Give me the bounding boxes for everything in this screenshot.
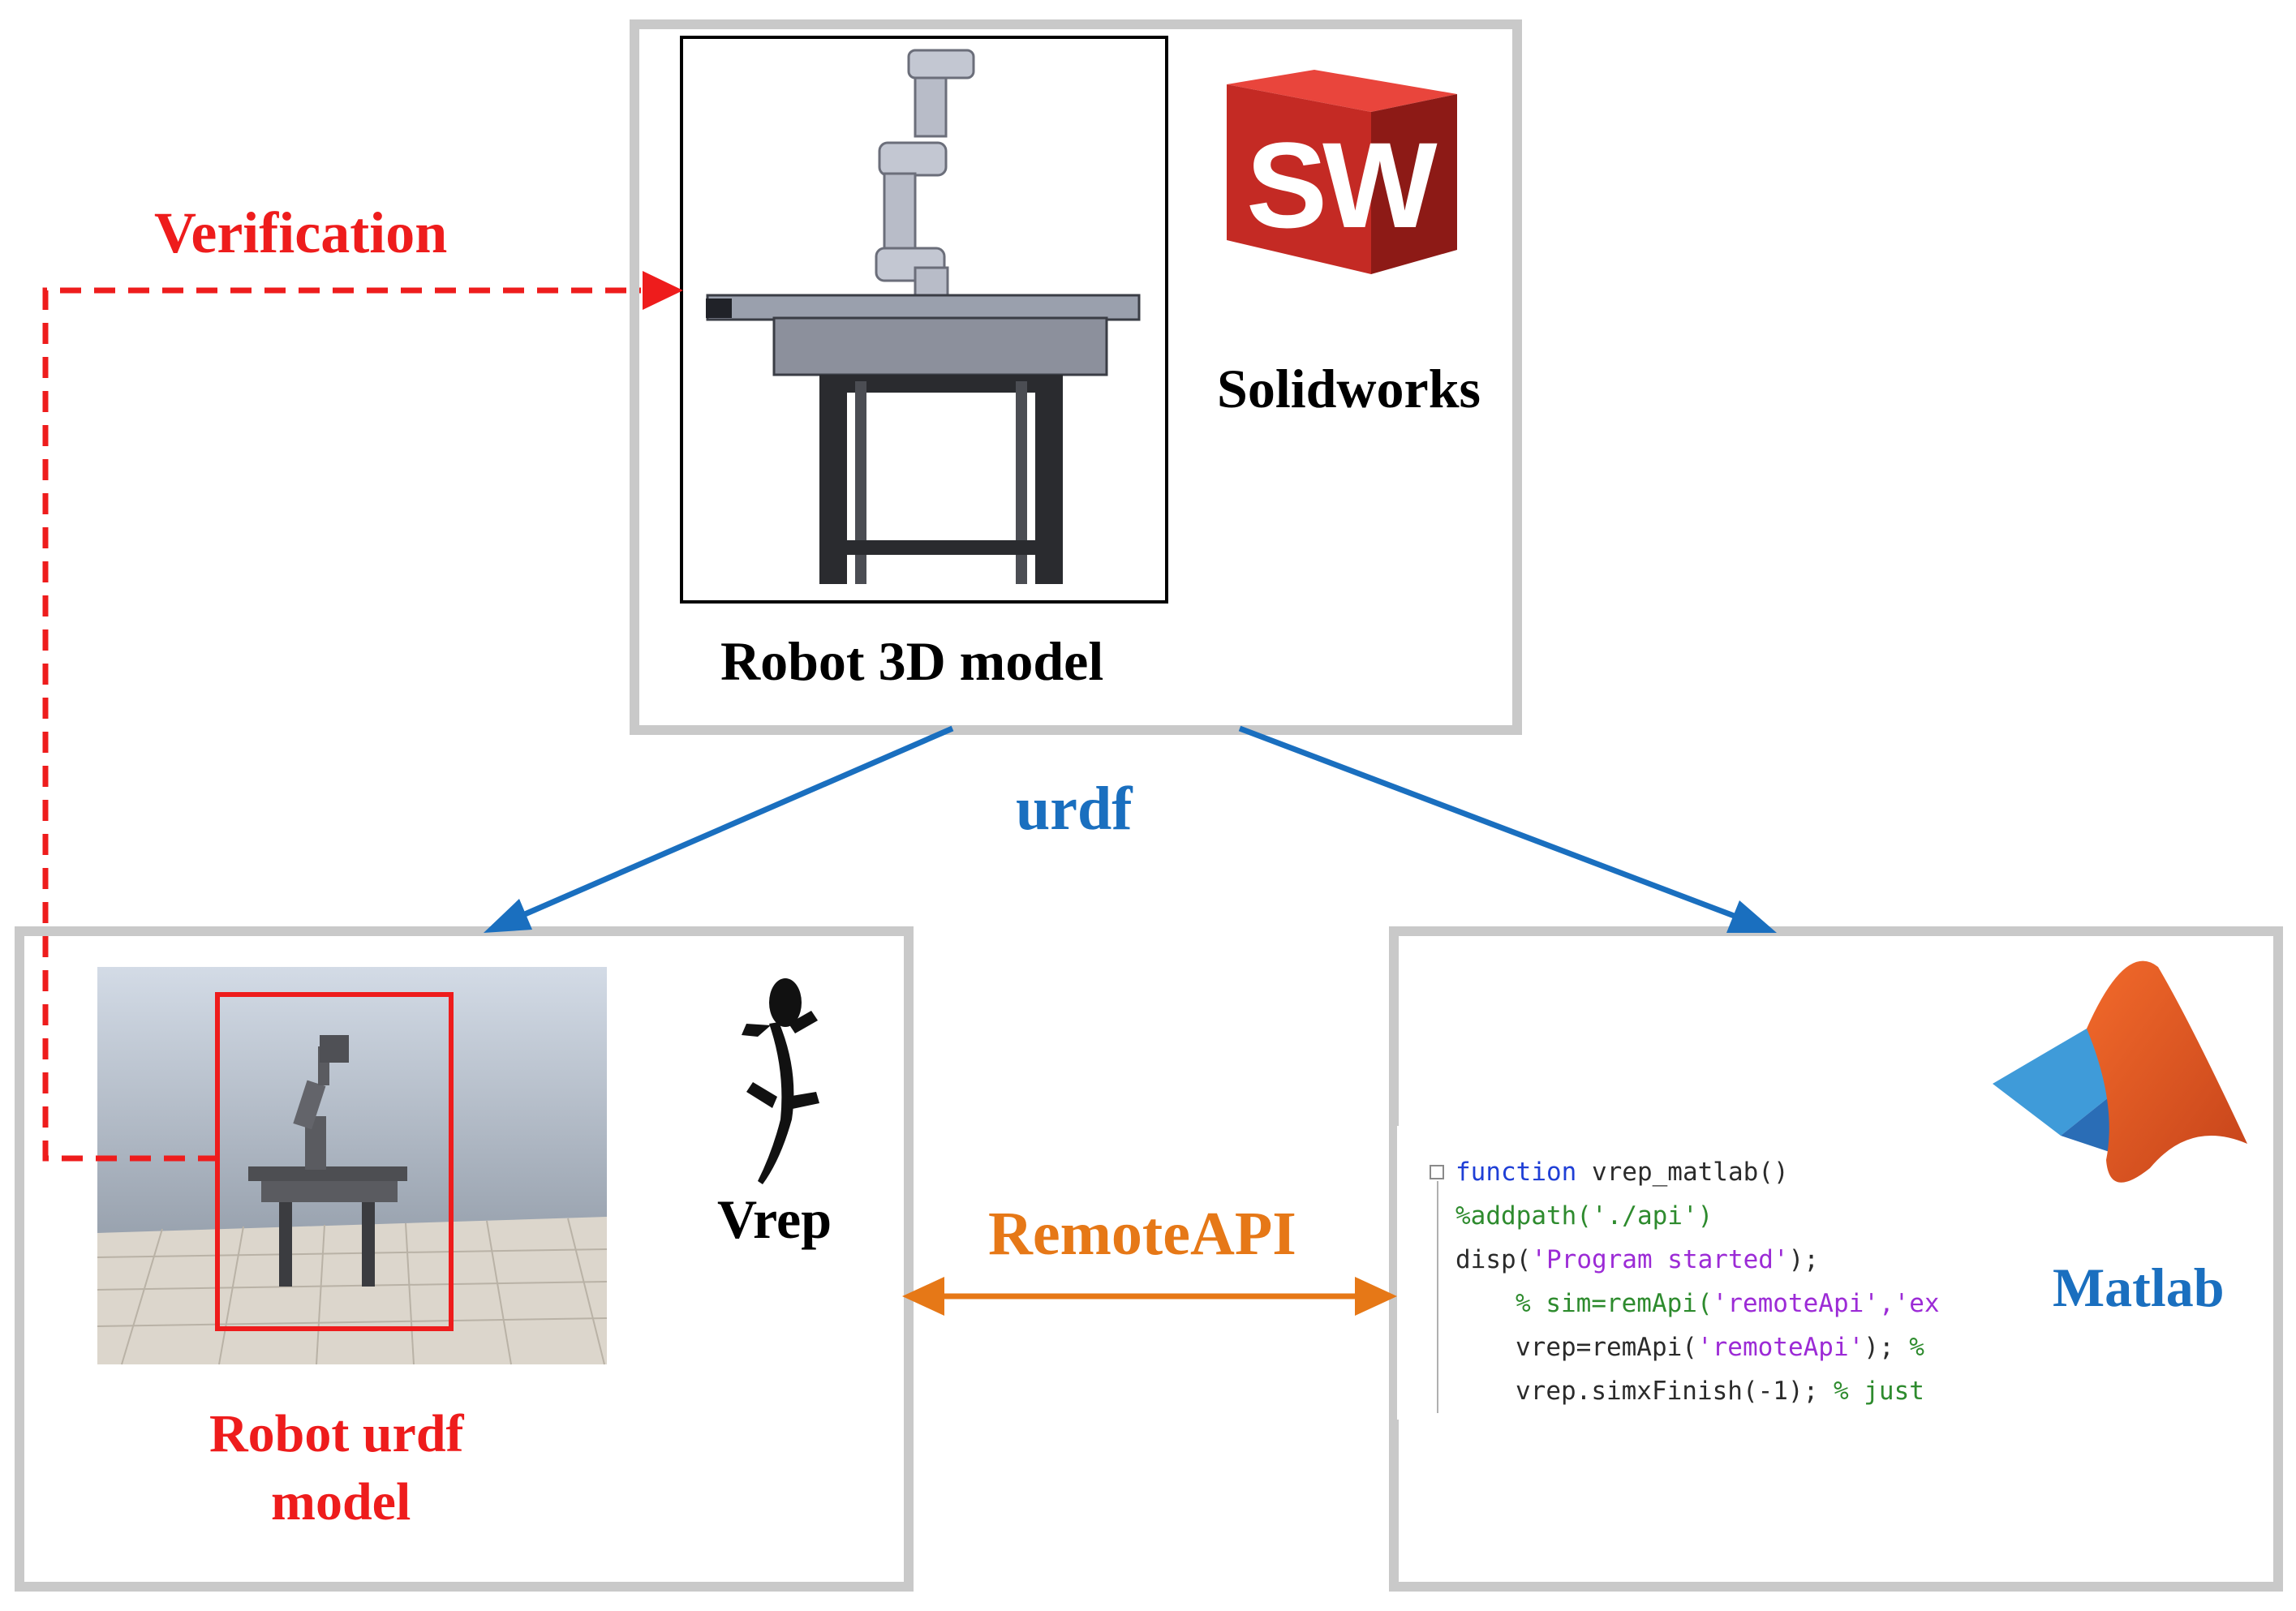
solidworks-logo-text: SW xyxy=(1246,117,1438,253)
code-line-3: disp('Program started'); xyxy=(1455,1245,1819,1274)
code-line-2: %addpath('./api') xyxy=(1455,1201,1713,1231)
code-line-4: % sim=remApi('remoteApi','ex xyxy=(1516,1289,1940,1318)
matlab-label: Matlab xyxy=(2053,1257,2225,1318)
code-line-6: vrep.simxFinish(-1); % just xyxy=(1516,1377,1924,1406)
code-line-5: vrep=remApi('remoteApi'); % xyxy=(1516,1333,1924,1362)
code-fold-box xyxy=(1430,1165,1444,1179)
verification-label: Verification xyxy=(154,200,448,265)
matlab-code-panel: function vrep_matlab() %addpath('./api')… xyxy=(1397,1126,1942,1420)
vrep-panel xyxy=(15,926,914,1592)
robot-urdf-model-label-line1: Robot urdf xyxy=(209,1404,464,1463)
robot-urdf-model-label-line2: model xyxy=(271,1472,411,1532)
urdf-label: urdf xyxy=(1016,775,1133,843)
code-line-1: function vrep_matlab() xyxy=(1455,1158,1789,1187)
robot-3d-model-label: Robot 3D model xyxy=(720,630,1104,692)
solidworks-label: Solidworks xyxy=(1217,358,1481,419)
vrep-label: Vrep xyxy=(717,1188,832,1250)
urdf-arrow-right xyxy=(1238,725,1738,920)
remote-api-label: RemoteAPI xyxy=(988,1200,1296,1268)
urdf-arrow-left xyxy=(518,725,954,920)
code-fold-line xyxy=(1437,1181,1438,1413)
